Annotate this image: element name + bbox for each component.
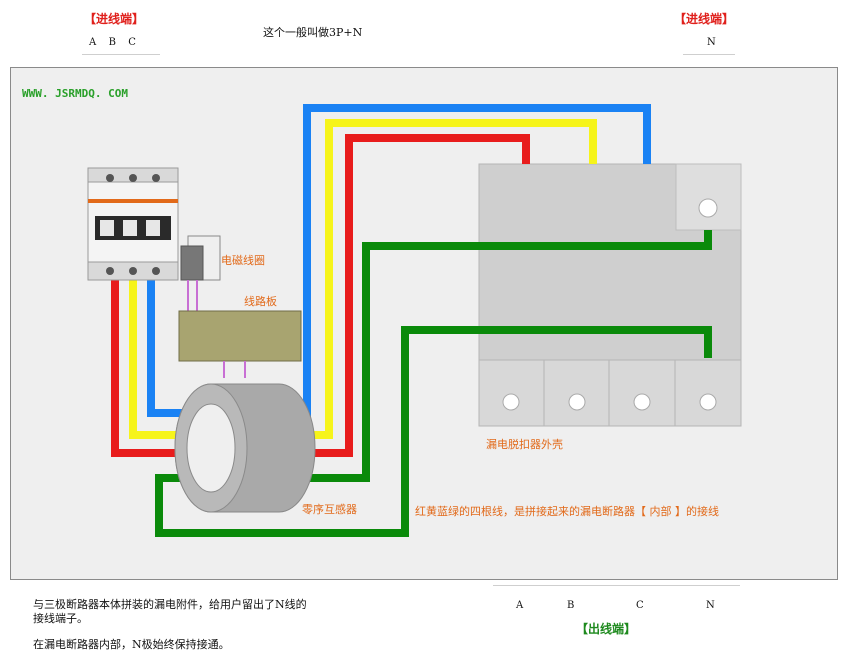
divider xyxy=(683,54,735,55)
divider xyxy=(493,585,740,586)
input-phases-abc: A B C xyxy=(89,37,138,48)
wire-yellow xyxy=(129,119,597,439)
label-ct: 零序互感器 xyxy=(302,503,357,516)
leakage-release-housing xyxy=(478,163,742,427)
diagram-canvas xyxy=(87,104,742,537)
page-title: 这个一般叫做3P+N xyxy=(263,26,363,39)
output-phase-c: C xyxy=(636,600,644,611)
terminal-a-screw xyxy=(502,393,520,411)
label-wires-note: 红黄蓝绿的四根线，是拼接起来的漏电断路器【 内部 】的接线 xyxy=(415,505,719,518)
note-n-always-on: 在漏电断路器内部，N极始终保持接通。 xyxy=(33,638,230,651)
wire-blue xyxy=(147,104,651,417)
label-circuit-board: 线路板 xyxy=(244,295,277,308)
note-line: 与三极断路器本体拼装的漏电附件，给用户留出了N线的 xyxy=(33,598,307,611)
wire-green-2 xyxy=(155,326,712,537)
website-watermark: WWW. JSRMDQ. COM xyxy=(22,87,128,100)
note-n-terminal: 与三极断路器本体拼装的漏电附件，给用户留出了N线的 接线端子。 xyxy=(33,598,307,626)
label-housing: 漏电脱扣器外壳 xyxy=(486,438,563,451)
electromagnetic-coil xyxy=(180,235,221,312)
circuit-board xyxy=(178,310,302,378)
label-coil: 电磁线圈 xyxy=(221,254,265,267)
terminal-n-screw xyxy=(699,393,717,411)
wire-red xyxy=(111,134,530,457)
output-phase-n: N xyxy=(706,600,715,611)
wiring-diagram: WWW. JSRMDQ. COM 电磁线圈 线路板 漏电脱扣器外壳 零序互感器 … xyxy=(10,67,838,580)
zero-sequence-ct xyxy=(174,383,316,513)
input-phase-n: N xyxy=(707,37,716,48)
note-line: 接线端子。 xyxy=(33,612,88,625)
output-terminal-tag: 【出线端】 xyxy=(576,622,637,636)
wires xyxy=(111,104,712,537)
terminal-b-screw xyxy=(568,393,586,411)
input-terminal-tag-right: 【进线端】 xyxy=(674,12,735,26)
divider xyxy=(82,54,160,55)
output-phase-a: A xyxy=(516,600,524,611)
terminal-c-screw xyxy=(633,393,651,411)
input-terminal-tag-left: 【进线端】 xyxy=(84,12,145,26)
output-phase-b: B xyxy=(567,600,575,611)
three-pole-breaker xyxy=(87,167,179,281)
